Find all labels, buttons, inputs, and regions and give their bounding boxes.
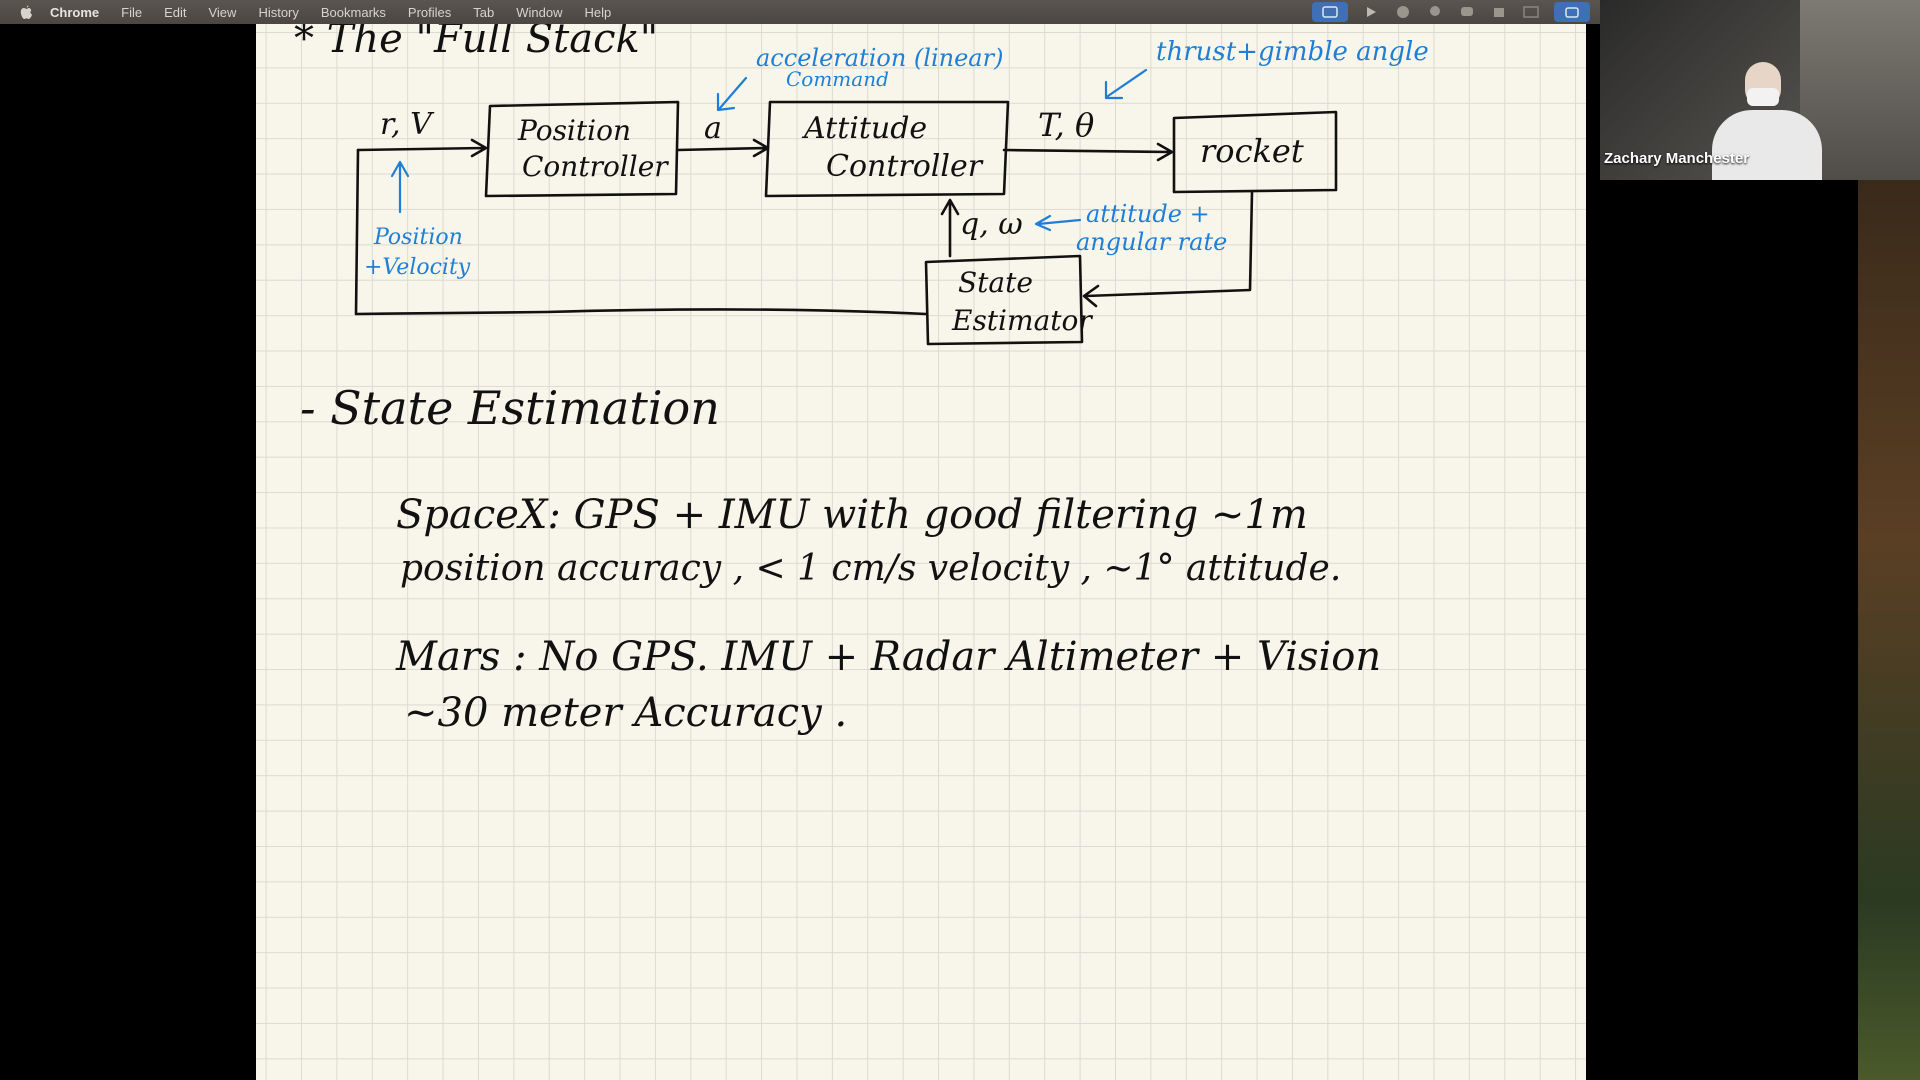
a-note-arrow — [716, 76, 748, 112]
section-title: - State Estimation — [300, 381, 720, 435]
menubar: Chrome File Edit View History Bookmarks … — [0, 0, 1600, 24]
estimator-to-attitude-arrow — [940, 198, 960, 258]
mars-line1: Mars : No GPS. IMU + Radar Altimeter + V… — [395, 634, 1381, 680]
participant-name: Zachary Manchester — [1604, 150, 1750, 167]
background-scenery — [1858, 180, 1920, 1080]
signal-q-label: q, ω — [960, 207, 1023, 242]
notes-canvas[interactable]: * The "Full Stack" Position Controller A… — [256, 24, 1586, 1080]
window-icon[interactable] — [1554, 2, 1590, 22]
mars-line2: ~30 meter Accuracy . — [404, 690, 847, 736]
attitude-controller-line1: Attitude — [801, 111, 927, 146]
rocket-to-estimator-line — [1082, 190, 1254, 308]
message-icon[interactable] — [1458, 5, 1476, 19]
extension-icon[interactable] — [1490, 5, 1508, 19]
menu-edit[interactable]: Edit — [164, 4, 187, 20]
signal-a-label: a — [704, 111, 722, 146]
a-note-line2: Command — [786, 67, 889, 91]
rocket-box — [1172, 110, 1338, 194]
chat-icon[interactable] — [1426, 5, 1444, 19]
menu-window[interactable]: Window — [516, 4, 563, 20]
a-note-line1: acceleration (linear) — [756, 44, 1003, 72]
menu-view[interactable]: View — [208, 4, 237, 20]
participant-body — [1712, 110, 1822, 180]
signal-t-label: T, θ — [1038, 106, 1094, 144]
position-controller-box — [484, 100, 680, 198]
apple-icon[interactable] — [16, 5, 36, 20]
q-note-line2: angular rate — [1076, 228, 1227, 256]
t-note-text: thrust+gimble angle — [1156, 37, 1429, 67]
screen-share-icon[interactable] — [1312, 2, 1348, 22]
attitude-controller-line2: Controller — [826, 149, 984, 184]
q-note-arrow — [1034, 214, 1082, 232]
position-controller-line2: Controller — [522, 150, 669, 183]
menu-bookmarks[interactable]: Bookmarks — [320, 4, 386, 20]
attitude-controller-box — [764, 100, 1010, 198]
display-icon[interactable] — [1522, 5, 1540, 19]
spacex-line1: SpaceX: GPS + IMU with good filtering ~1… — [396, 492, 1308, 538]
menu-tab[interactable]: Tab — [473, 4, 495, 20]
input-arrow — [356, 138, 488, 158]
input-note-line1: Position — [373, 225, 463, 250]
input-note-line2: +Velocity — [364, 255, 471, 280]
input-note-arrow — [390, 160, 410, 214]
t-arrow — [1002, 142, 1174, 162]
handwriting-layer: * The "Full Stack" Position Controller A… — [294, 24, 1429, 736]
input-label: r, V — [380, 107, 435, 142]
play-icon[interactable] — [1362, 5, 1380, 19]
status-tray — [1312, 0, 1600, 24]
grid-paper: * The "Full Stack" Position Controller A… — [256, 24, 1586, 1080]
state-estimator-box — [924, 254, 1084, 346]
app-icon[interactable] — [1394, 5, 1412, 19]
t-note-arrow — [1104, 68, 1148, 100]
rocket-label: rocket — [1200, 132, 1304, 170]
feedback-loop-line — [354, 148, 928, 316]
position-controller-line1: Position — [517, 114, 631, 147]
menu-file[interactable]: File — [121, 4, 143, 20]
participant-video[interactable]: Zachary Manchester — [1600, 0, 1920, 180]
spacex-line2: position accuracy , < 1 cm/s velocity , … — [400, 548, 1341, 589]
menu-history[interactable]: History — [258, 4, 299, 20]
menu-app-chrome[interactable]: Chrome — [50, 4, 100, 20]
menu-help[interactable]: Help — [584, 4, 612, 20]
state-estimator-line1: State — [958, 266, 1033, 299]
face-mask — [1747, 88, 1779, 106]
a-arrow — [676, 138, 770, 158]
menu-profiles[interactable]: Profiles — [407, 4, 452, 20]
heading-text: * The "Full Stack" — [294, 24, 658, 62]
state-estimator-line2: Estimator — [951, 304, 1093, 337]
q-note-line1: attitude + — [1086, 200, 1210, 228]
